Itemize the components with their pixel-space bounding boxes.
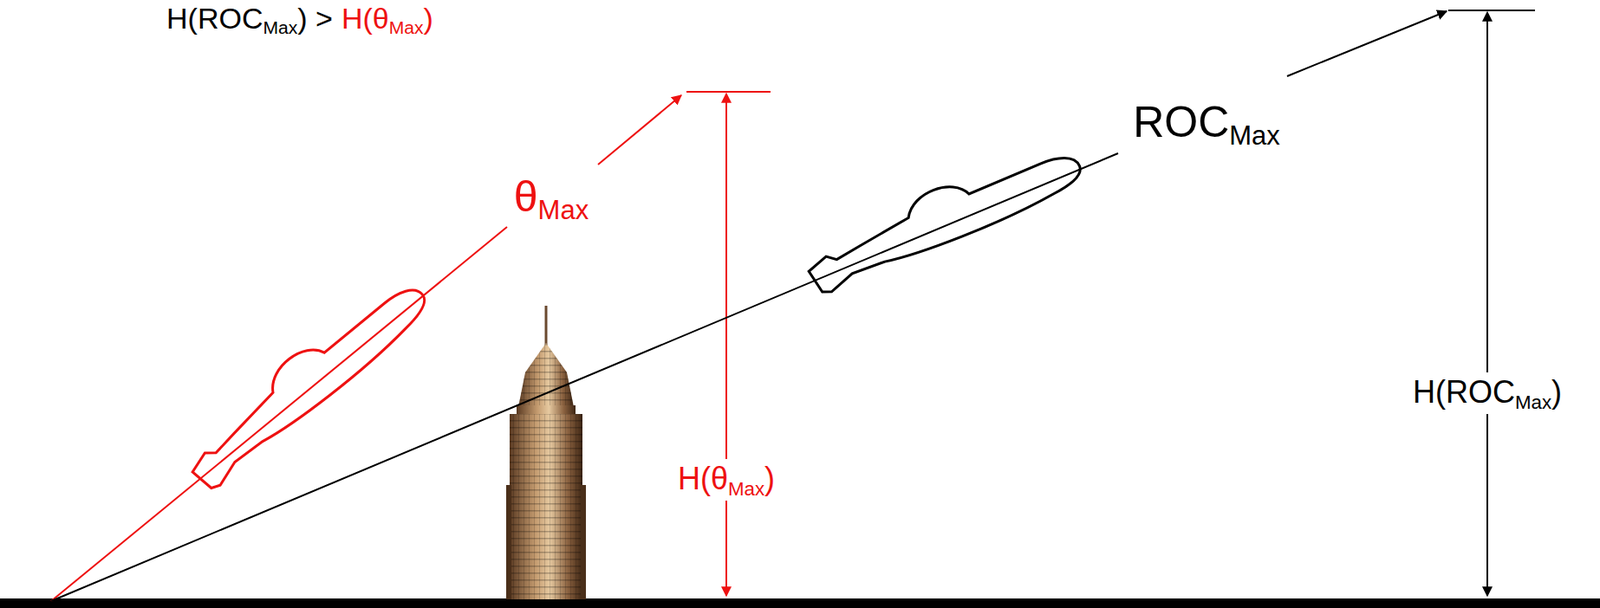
height-label: H(θMax) [674,461,779,497]
skyscraper [506,305,586,600]
rate-label: ROCMax [1129,97,1284,149]
ground-bar [0,598,1600,608]
red-airplane [175,267,436,495]
max-angle-path [51,91,771,602]
black-airplane [798,134,1087,298]
angle-label: θMax [510,172,592,223]
comparison-note: H(ROCMax) > [162,1,337,36]
height-label: H(ROCMax) [1409,374,1566,410]
max-roc-path [51,10,1535,602]
comparison-note: H(θMax) [338,1,437,36]
